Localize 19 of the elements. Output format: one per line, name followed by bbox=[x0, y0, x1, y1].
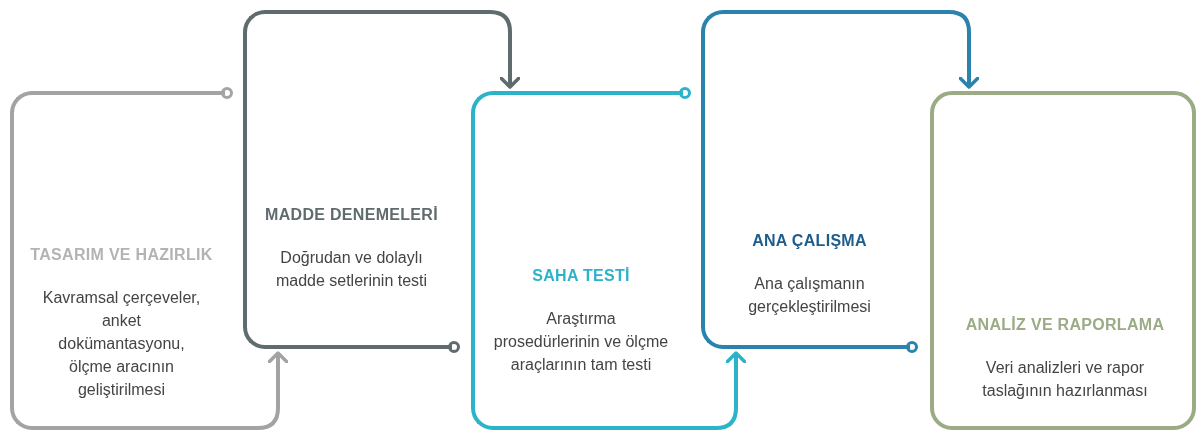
connector-arrow bbox=[452, 10, 521, 89]
stage-frame bbox=[243, 10, 452, 349]
stage-title: MADDE DENEMELERİ bbox=[264, 206, 439, 224]
stage-frame bbox=[930, 91, 1196, 430]
stage-description: Ana çalışmanın gerçekleştirilmesi bbox=[747, 274, 872, 317]
stage-frame bbox=[701, 10, 910, 349]
connector-arrow bbox=[225, 351, 289, 430]
stage-title: TASARIM VE HAZIRLIK bbox=[29, 246, 214, 264]
stage-title: SAHA TESTİ bbox=[531, 267, 631, 285]
stage-description: Veri analizleri ve rapor taslağının hazırlanması bbox=[981, 358, 1149, 401]
connector-arrow bbox=[683, 351, 747, 430]
stage-description: Araştırma prosedürlerinin ve ölçme araçlarının tam testi bbox=[492, 309, 670, 375]
connector-arrow bbox=[910, 10, 980, 89]
stage-title: ANA ÇALIŞMA bbox=[751, 232, 868, 250]
stage-description: Kavramsal çerçeveler, anket dokümantasyonu, ölçme aracının geliştirilmesi bbox=[41, 288, 202, 400]
stage-frame bbox=[471, 91, 683, 430]
stage-frame bbox=[10, 91, 225, 430]
stage-title: ANALİZ VE RAPORLAMA bbox=[964, 316, 1166, 334]
stage-description: Doğrudan ve dolaylı madde setlerinin testi bbox=[274, 248, 429, 291]
